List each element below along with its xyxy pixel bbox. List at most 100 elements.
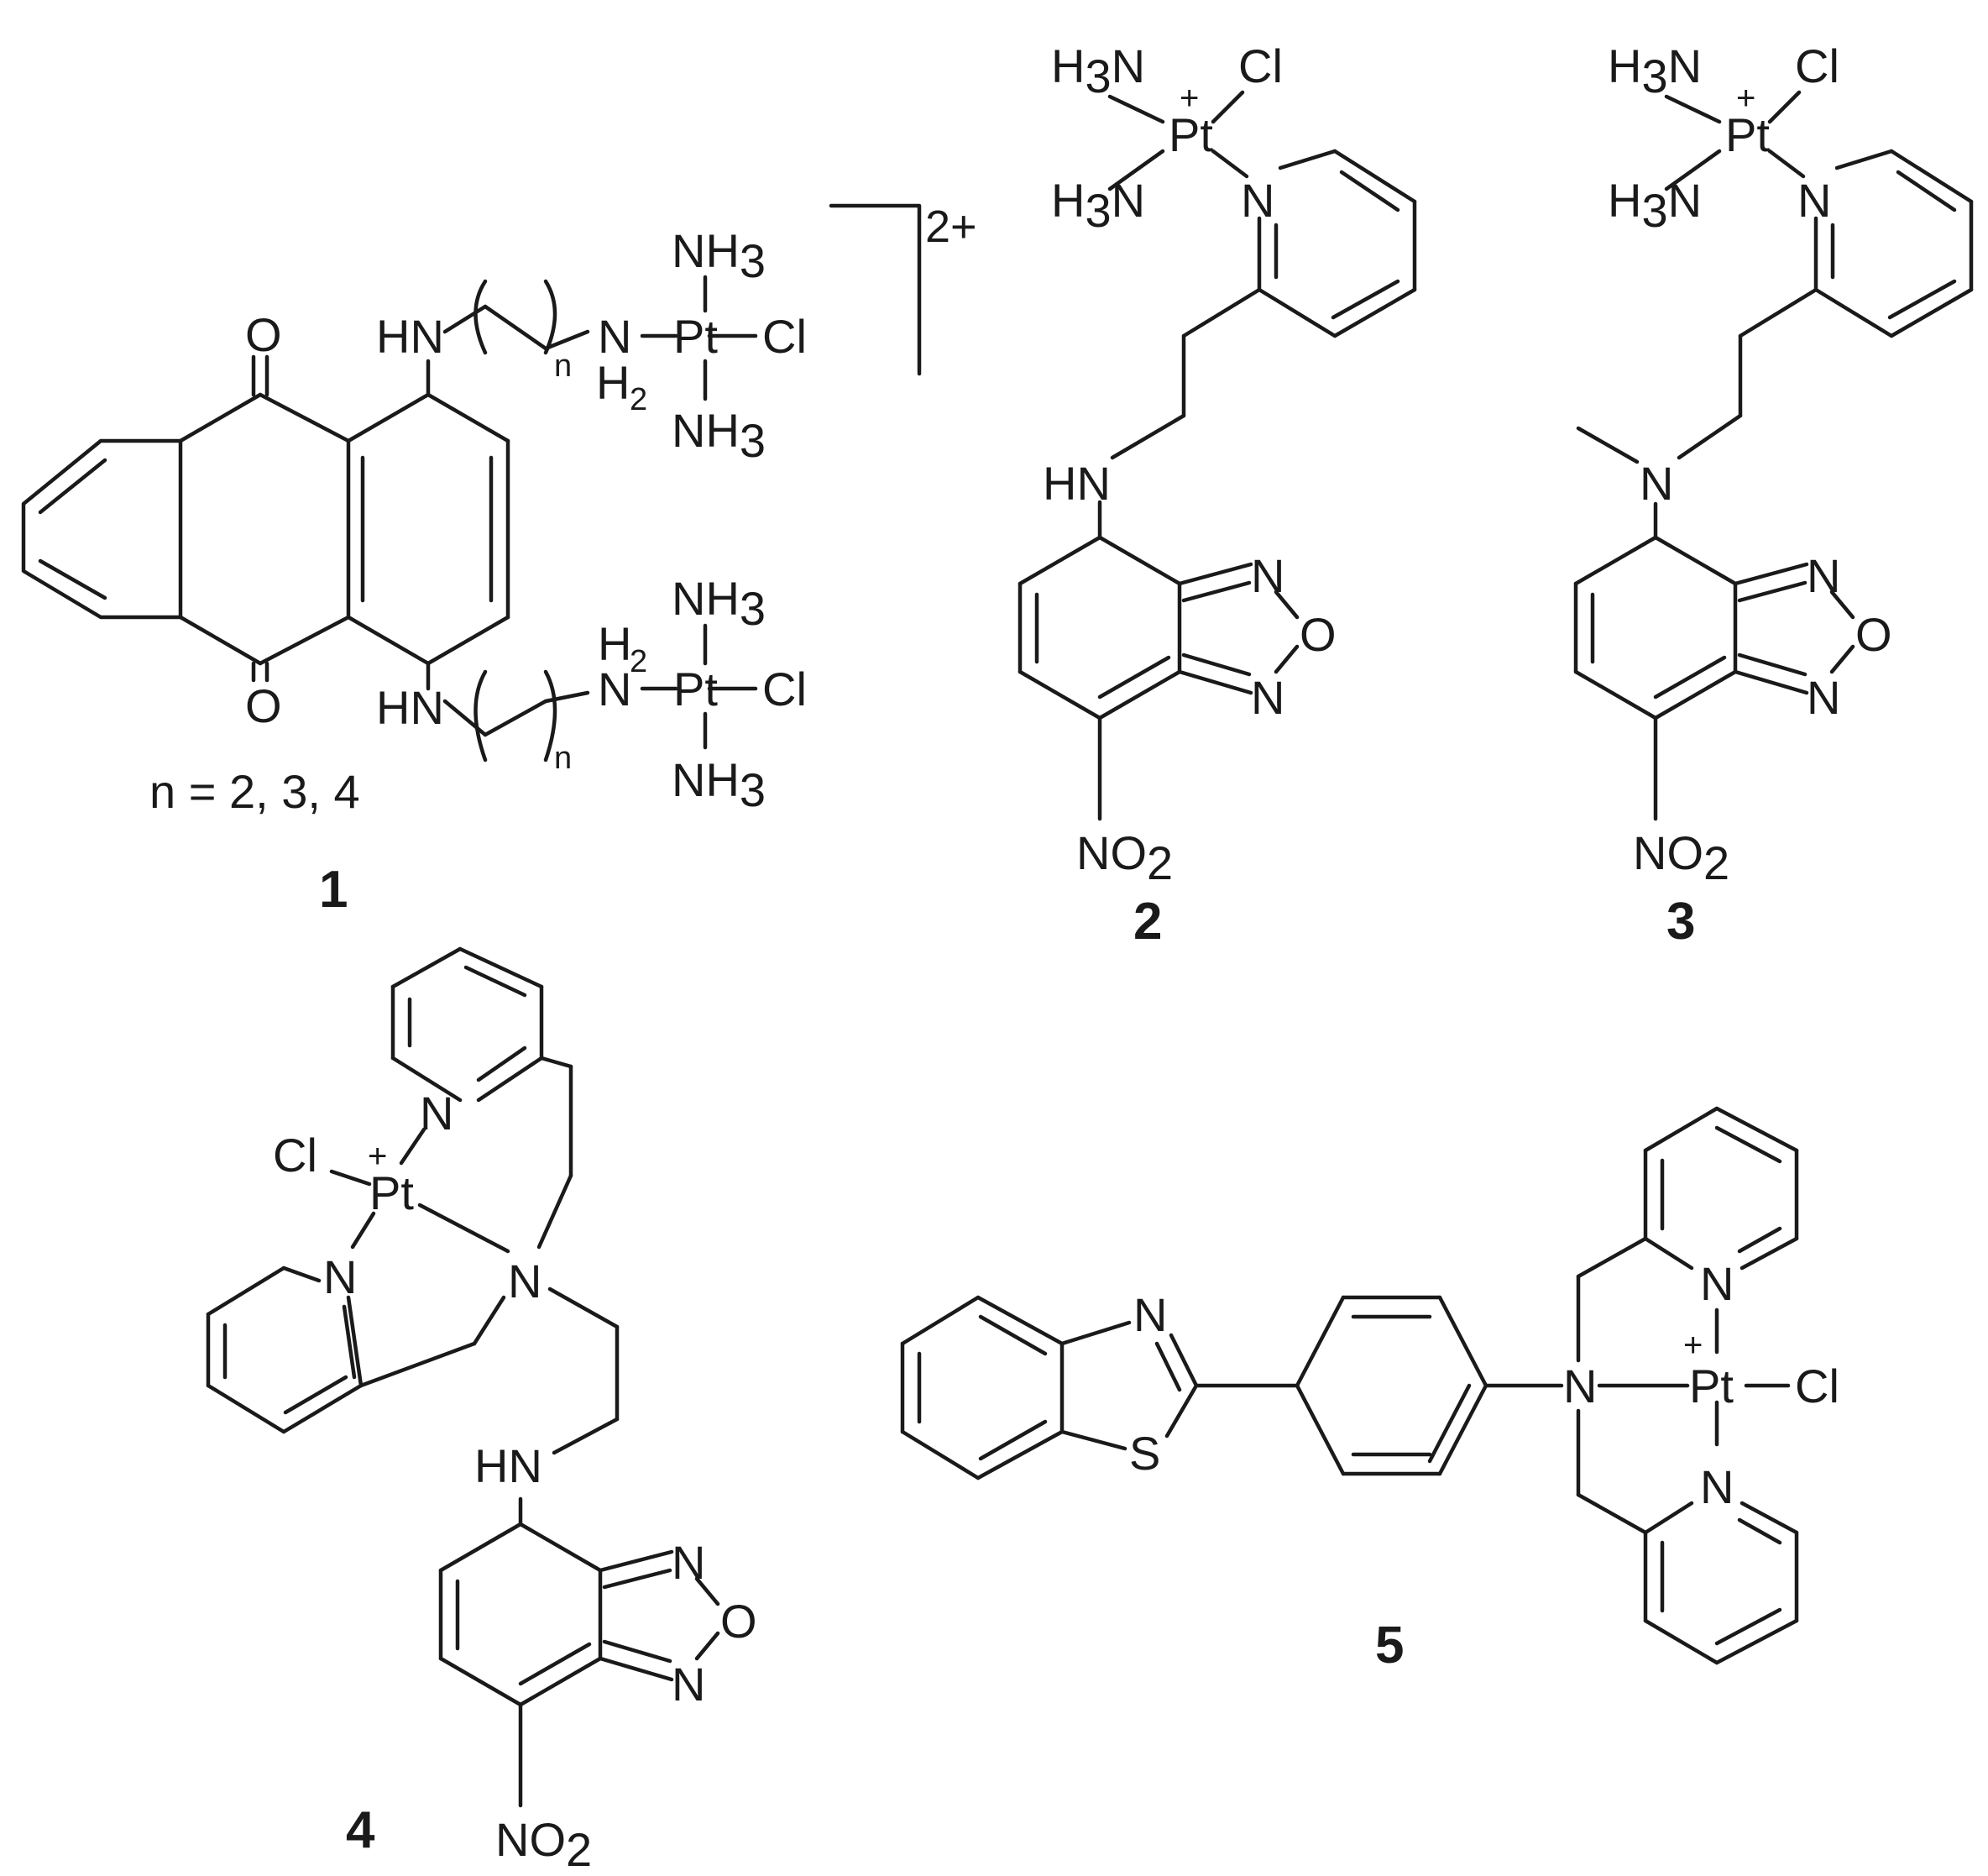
c1-n-range-note: n = 2, 3, 4 bbox=[149, 765, 360, 818]
c4-bond bbox=[539, 1056, 573, 1069]
c4-pt-plus: + bbox=[368, 1138, 387, 1175]
c1-compound-label: 1 bbox=[319, 861, 348, 919]
c1-left-ring-double-1 bbox=[38, 458, 107, 515]
c4-hn: HN bbox=[474, 1439, 542, 1492]
c1-bond bbox=[346, 392, 431, 443]
c4-ch2-top bbox=[536, 1173, 573, 1250]
c1-bond bbox=[426, 615, 510, 666]
c3-pyridine-double bbox=[1896, 170, 1957, 212]
c1-nh3-4: NH3 bbox=[672, 753, 766, 816]
c5-benzo bbox=[976, 1429, 1065, 1480]
c3-nbd bbox=[1573, 669, 1658, 721]
c4-oxadiazole-double bbox=[602, 1639, 672, 1664]
c3-pyridine-n: N bbox=[1797, 174, 1831, 227]
c1-paren-close-bottom bbox=[543, 669, 557, 762]
c1-n-subscript-top: n bbox=[554, 348, 572, 384]
compound-4-structure: N Cl Pt + N N HN N O N NO2 4 bbox=[206, 946, 757, 1876]
c5-ch2-bottom bbox=[1576, 1492, 1648, 1535]
c2-pyridine bbox=[1332, 149, 1417, 204]
c2-pyridine-double bbox=[1331, 279, 1400, 320]
c2-nh3-top: H3N bbox=[1051, 39, 1145, 102]
c2-oxadiazole bbox=[1274, 590, 1300, 620]
c5-pyridine-top bbox=[1740, 1236, 1799, 1271]
c2-oxadiazole-n-top: N bbox=[1251, 549, 1284, 602]
c4-oxadiazole bbox=[598, 1656, 674, 1682]
c5-pt: Pt bbox=[1689, 1360, 1734, 1412]
c2-no2: NO2 bbox=[1076, 826, 1173, 889]
c2-oxadiazole bbox=[1274, 644, 1300, 674]
c1-nh3-2: NH3 bbox=[672, 404, 766, 467]
c3-chain bbox=[1738, 287, 1818, 338]
c1-bond bbox=[258, 615, 351, 666]
c3-nbd bbox=[1653, 535, 1738, 586]
c3-pyridine bbox=[1889, 149, 1974, 204]
c1-oxygen-top: O bbox=[245, 308, 282, 361]
c2-pyridine bbox=[1332, 287, 1417, 338]
c1-pt-top: Pt bbox=[673, 310, 718, 363]
c2-oxadiazole-double bbox=[1181, 652, 1252, 677]
c5-pyridine-bottom bbox=[1643, 1501, 1694, 1535]
c4-chain bbox=[552, 1417, 620, 1455]
c2-nbd-double-inner bbox=[1097, 655, 1171, 700]
c5-phenyl bbox=[1295, 1295, 1346, 1388]
c4-pt-n-bond bbox=[350, 1211, 376, 1250]
c2-oxadiazole bbox=[1177, 562, 1253, 586]
c4-pyridine-left-n: N bbox=[323, 1250, 357, 1303]
c2-pyridine bbox=[1278, 149, 1337, 170]
c5-phenyl bbox=[1437, 1295, 1488, 1388]
c3-pt-nh3-bond bbox=[1664, 149, 1722, 191]
c1-bond bbox=[178, 615, 263, 666]
c4-amine-n: N bbox=[508, 1255, 541, 1307]
c5-pyridine-bottom bbox=[1740, 1501, 1799, 1535]
c5-benzo bbox=[976, 1295, 1065, 1346]
c2-nbd bbox=[1018, 535, 1102, 586]
c3-nbd bbox=[1573, 535, 1658, 586]
c3-oxadiazole bbox=[1733, 562, 1809, 586]
c4-oxadiazole bbox=[694, 1631, 720, 1661]
c1-nh3-3: NH3 bbox=[672, 572, 766, 635]
c5-pyridine-top-double bbox=[1714, 1125, 1782, 1164]
compound-1-structure: O O HN HN n n N H 2 N H 2 Pt Pt Cl Cl NH… bbox=[21, 202, 977, 919]
c4-pyridine-left-double bbox=[342, 1304, 357, 1380]
c1-chain-bottom bbox=[543, 690, 590, 704]
c5-compound-label: 5 bbox=[1375, 1617, 1404, 1674]
c5-amine-n: N bbox=[1563, 1360, 1597, 1412]
c1-bond bbox=[178, 392, 263, 443]
c2-pyridine bbox=[1257, 287, 1337, 338]
c2-oxadiazole-n-bottom: N bbox=[1251, 671, 1284, 724]
c3-no2: NO2 bbox=[1633, 826, 1729, 889]
c1-paren-open-top bbox=[473, 279, 488, 355]
c3-n-methyl bbox=[1576, 426, 1640, 464]
c4-pyridine-left-double bbox=[283, 1375, 348, 1415]
c1-left-ring bbox=[21, 438, 183, 620]
c4-cl: Cl bbox=[273, 1129, 317, 1182]
c4-nbd bbox=[518, 1656, 603, 1707]
c4-oxadiazole bbox=[598, 1549, 674, 1573]
c1-charge: 2+ bbox=[925, 202, 977, 252]
c3-oxadiazole bbox=[1829, 644, 1855, 674]
c3-nbd bbox=[1653, 669, 1738, 721]
c5-pyridine-top bbox=[1643, 1236, 1694, 1271]
c1-left-ring-double-2 bbox=[38, 558, 107, 600]
c4-oxadiazole bbox=[694, 1576, 720, 1606]
c5-benzo bbox=[900, 1429, 981, 1480]
c1-amine-h-bottom: H bbox=[598, 617, 631, 670]
c1-n-subscript-bottom: n bbox=[554, 741, 572, 776]
c1-cl-top: Cl bbox=[762, 310, 807, 363]
c4-n-pt-bond bbox=[399, 1127, 426, 1166]
c5-ch2-top bbox=[1576, 1236, 1648, 1279]
c5-thiazole bbox=[1059, 1320, 1132, 1346]
c3-oxadiazole-n-bottom: N bbox=[1807, 671, 1840, 724]
c3-pyridine bbox=[1813, 287, 1894, 338]
c1-bond bbox=[258, 392, 351, 443]
c2-cl: Cl bbox=[1238, 39, 1283, 92]
c5-phenyl-double bbox=[1427, 1383, 1472, 1464]
c2-pt-n-bond bbox=[1211, 149, 1249, 179]
c1-amine-h2-sub-bottom: 2 bbox=[630, 644, 647, 679]
c1-nh3-1: NH3 bbox=[672, 224, 766, 287]
c5-benzo-double bbox=[978, 1419, 1048, 1461]
c4-nbd bbox=[438, 1656, 523, 1707]
c1-paren-close-top bbox=[543, 279, 557, 355]
c3-amine-n: N bbox=[1640, 457, 1673, 510]
c1-hn-top: HN bbox=[376, 310, 444, 363]
